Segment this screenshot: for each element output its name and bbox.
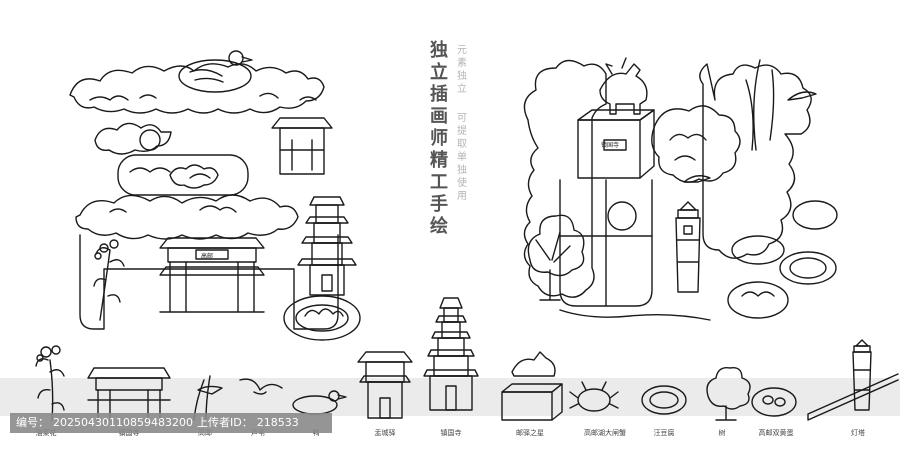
duck-body [178, 59, 252, 93]
label-tree: 树 [718, 429, 726, 437]
seagull-mid [683, 175, 711, 183]
label-post-star: 邮驿之星 [516, 429, 544, 437]
label-gaoyou: 高邮 [198, 429, 212, 437]
watermark-uploader-value: 218533 [256, 416, 299, 429]
post-star-block [577, 119, 641, 179]
right-tree [527, 214, 585, 301]
moon-circle [607, 201, 637, 231]
right-lighthouse [675, 201, 701, 293]
label-crab: 高邮湖大闸蟹 [584, 429, 626, 437]
watermark-id-label: 编号： [16, 416, 49, 429]
top-cloud-band [69, 63, 325, 114]
watermark-id-value: 20250430110859483200 [53, 416, 193, 429]
crab-small [139, 129, 161, 151]
seagull-right [787, 91, 817, 101]
vertical-subtitle-2: 可提取单独使用 [457, 113, 467, 202]
label-archway: 镇国寺 [118, 429, 140, 437]
post-star-plaque: 镇国寺 [601, 142, 620, 149]
left-pavilion [271, 117, 333, 129]
tofu-dish [731, 235, 785, 265]
label-rapeseed: 油菜花 [35, 429, 57, 437]
left-archway-gate [159, 237, 265, 313]
watermark-uploader-label: 上传者ID： [196, 416, 253, 429]
element-row [35, 297, 899, 421]
label-zhenguo-temple: 镇国寺 [440, 429, 462, 437]
label-tofu: 汪豆腐 [653, 429, 675, 437]
vertical-subtitle-1: 元素独立 [457, 45, 467, 95]
left-gate-plaque: 高邮 [201, 253, 214, 260]
label-reed: 芦苇 [251, 429, 265, 437]
vertical-title: 独立插画师精工手绘 [430, 40, 448, 237]
horse-statue [599, 57, 648, 115]
left-character-artwork [69, 50, 361, 341]
left-pagoda [297, 196, 357, 296]
egg-dish [283, 295, 361, 341]
label-yucheng-post: 盂城驿 [374, 429, 396, 437]
label-lighthouse: 灯塔 [851, 429, 865, 437]
label-double-yolk-egg: 高邮双黄蛋 [758, 429, 794, 437]
right-character-artwork [523, 57, 838, 321]
label-duck: 鸭 [312, 429, 320, 437]
